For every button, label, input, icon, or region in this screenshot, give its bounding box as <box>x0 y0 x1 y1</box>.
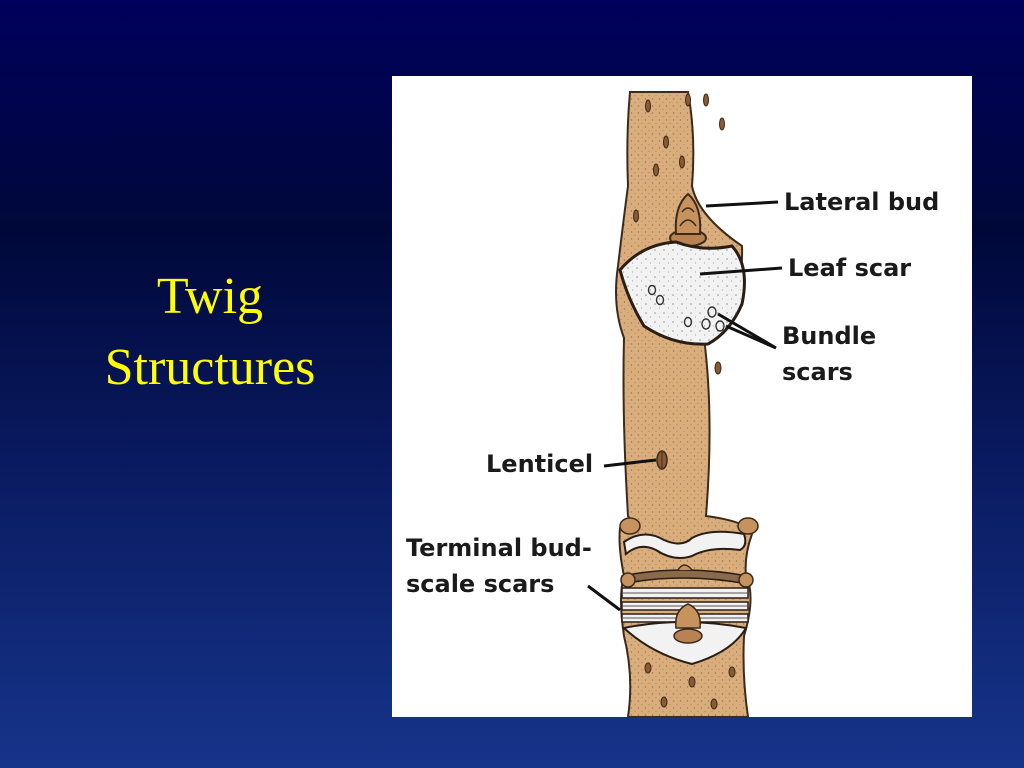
leader-lateral-bud <box>705 200 779 208</box>
label-leaf-scar: Leaf scar <box>788 254 911 282</box>
lenticel-icon <box>656 450 668 470</box>
label-terminal-bud-line-1: Terminal bud- <box>406 534 592 562</box>
label-bundle-scars-line-2: scars <box>782 358 853 386</box>
twig-diagram: Lateral bud Leaf scar Bundle scars Lenti… <box>406 91 939 717</box>
label-bundle-scars-line-1: Bundle <box>782 322 876 350</box>
slide-title-line-2: Structures <box>104 338 316 396</box>
stem-lenticels <box>633 93 725 470</box>
lower-stem-lenticels <box>644 662 736 710</box>
leaf-scar-icon <box>618 240 746 346</box>
slide-title-line-1: Twig <box>156 268 264 325</box>
leader-lenticel <box>603 458 657 468</box>
leader-lines <box>587 200 783 612</box>
terminal-bud-scale-scars-icon <box>619 517 759 666</box>
label-lateral-bud: Lateral bud <box>784 188 939 216</box>
leader-bundle-scar-2 <box>725 324 777 350</box>
leader-terminal-bud-scale-scars <box>587 584 621 612</box>
twig-diagram-panel: Lateral bud Leaf scar Bundle scars Lenti… <box>392 76 972 717</box>
slide-title: Twig Structures <box>40 262 380 403</box>
leader-leaf-scar <box>699 266 783 276</box>
label-terminal-bud-line-2: scale scars <box>406 570 554 598</box>
bundle-scars-icon <box>647 284 725 332</box>
label-lenticel: Lenticel <box>486 450 593 478</box>
